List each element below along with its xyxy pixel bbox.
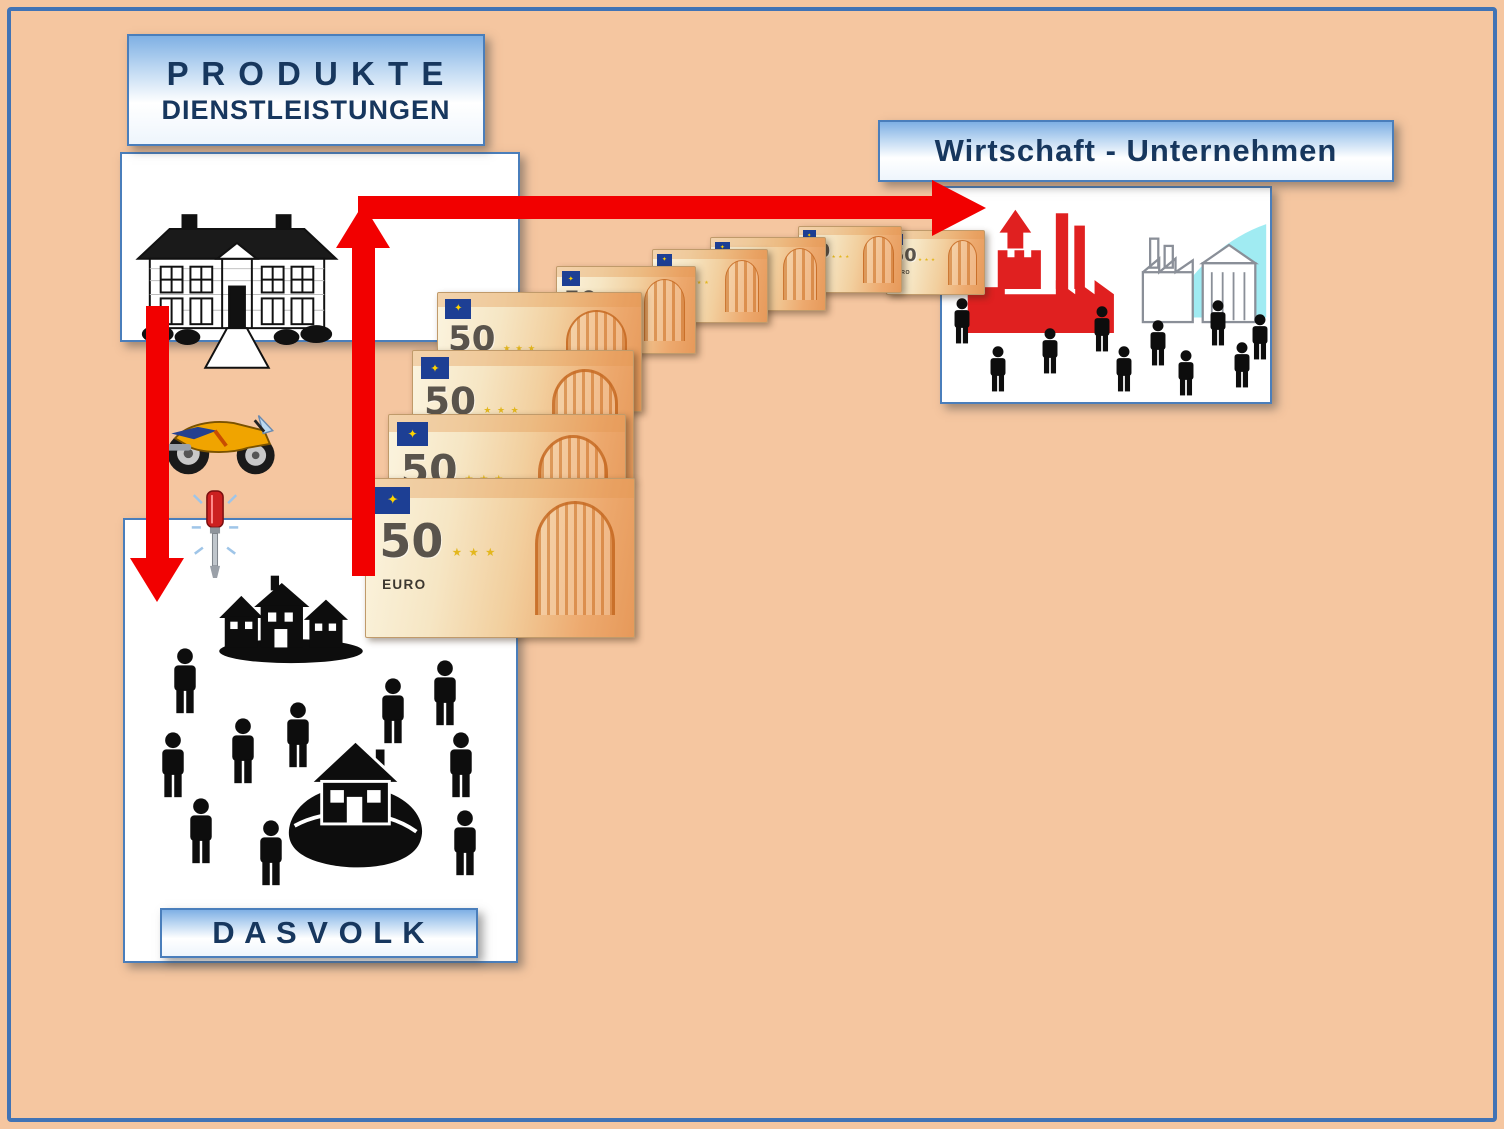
- banknote-gate-icon: [724, 260, 760, 312]
- euro-banknote-icon: 50 EURO ★ ★ ★: [365, 478, 635, 638]
- eu-flag-icon: [802, 230, 816, 241]
- produkte-label-box: P R O D U K T E DIENSTLEISTUNGEN: [127, 34, 485, 146]
- person-icon: [450, 732, 472, 798]
- person-icon: [990, 346, 1006, 392]
- motorcycle-icon: [165, 415, 275, 475]
- arrow-products-to-people-head: [130, 558, 184, 602]
- person-icon: [174, 648, 196, 714]
- arrow-money-to-business-line: [358, 196, 934, 219]
- person-icon: [162, 732, 184, 798]
- person-icon: [954, 298, 970, 344]
- village-houses-icon: [219, 575, 363, 664]
- person-icon: [434, 660, 456, 726]
- person-icon: [1116, 346, 1132, 392]
- banknote-gate-icon: [782, 248, 818, 300]
- banknote-gate-icon: [948, 239, 978, 286]
- banknote-stars: ★ ★ ★: [451, 547, 498, 560]
- banknote-value: 50: [379, 513, 444, 568]
- person-icon: [260, 820, 282, 886]
- arrow-money-up-line: [352, 246, 375, 576]
- eu-flag-icon: [420, 357, 450, 380]
- eu-flag-icon: [445, 298, 472, 319]
- produkte-title: P R O D U K T E: [166, 55, 446, 93]
- das-volk-label-box: D A S V O L K: [160, 908, 478, 958]
- person-icon: [1178, 350, 1194, 396]
- person-icon: [1042, 328, 1058, 374]
- wirtschaft-label-box: Wirtschaft - Unternehmen: [878, 120, 1394, 182]
- eu-flag-icon: [375, 486, 411, 514]
- person-icon: [1210, 300, 1226, 346]
- banknote-currency: EURO: [382, 576, 427, 592]
- teal-factory-icon: [1141, 224, 1267, 324]
- banknote-gate-icon: [534, 501, 616, 615]
- person-icon: [382, 678, 404, 744]
- banknote-stars: ★ ★ ★: [831, 254, 851, 260]
- page-border: [7, 7, 1497, 1122]
- person-icon: [1150, 320, 1166, 366]
- person-icon: [190, 798, 212, 864]
- screwdriver-icon: [191, 490, 239, 578]
- banknote-stars: ★ ★ ★: [689, 280, 710, 287]
- person-icon: [1094, 306, 1110, 352]
- banknote-stars: ★ ★ ★: [918, 257, 936, 263]
- eu-flag-icon: [656, 253, 672, 266]
- person-icon: [287, 702, 309, 768]
- banknote-gate-icon: [863, 236, 894, 283]
- red-factory-icon: [967, 209, 1114, 333]
- banknote-stars: ★ ★ ★: [483, 404, 521, 415]
- person-icon: [1252, 314, 1268, 360]
- arrow-money-to-business-head: [932, 180, 986, 236]
- person-icon: [454, 810, 476, 876]
- wirtschaft-title: Wirtschaft - Unternehmen: [934, 133, 1338, 168]
- wirtschaft-box: [940, 186, 1272, 404]
- house-icon: [135, 214, 339, 369]
- euro-banknote-icon: 50 EURO ★ ★ ★: [652, 249, 768, 323]
- banknote-stars: ★ ★ ★: [502, 342, 537, 353]
- person-icon: [232, 718, 254, 784]
- eu-flag-icon: [397, 422, 428, 446]
- house-swoosh-icon: [288, 738, 423, 868]
- das-volk-title: D A S V O L K: [212, 915, 426, 950]
- arrow-products-to-people-line: [146, 306, 169, 562]
- produkte-subtitle: DIENSTLEISTUNGEN: [161, 95, 451, 126]
- banknote-gate-icon: [643, 279, 686, 341]
- eu-flag-icon: [561, 271, 580, 286]
